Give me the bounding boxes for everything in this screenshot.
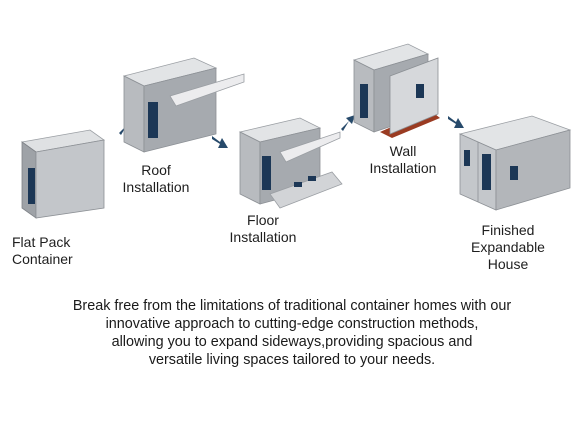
description-line: versatile living spaces tailored to your… — [148, 352, 436, 368]
arrow-icon-2 — [212, 136, 228, 148]
wall-panel — [389, 57, 439, 135]
door-window-icon — [28, 168, 35, 204]
flat-pack-container-illustration — [20, 129, 106, 219]
step-label-floor: Floor Installation — [229, 212, 297, 245]
step-label-roof: Roof Installation — [122, 162, 190, 195]
door-window-icon — [360, 84, 368, 118]
arrow-icon-4 — [448, 116, 464, 128]
door-window-icon — [148, 102, 158, 138]
description-line: allowing you to expand sideways,providin… — [111, 334, 473, 350]
wall-installation-illustration — [352, 43, 440, 138]
roof-panel — [169, 73, 245, 107]
description-text: Break free from the limitations of tradi… — [22, 297, 562, 369]
step-label-wall: Wall Installation — [369, 143, 437, 176]
arrow-icon-3 — [341, 115, 355, 131]
finished-house-illustration — [458, 115, 572, 211]
description-line: innovative approach to cutting-edge cons… — [105, 316, 479, 332]
window-icon — [464, 150, 470, 166]
step-label-flat-pack: Flat Pack Container — [12, 234, 73, 267]
door-window-icon — [262, 156, 271, 190]
door-window-icon — [482, 154, 491, 190]
description-line: Break free from the limitations of tradi… — [72, 298, 512, 314]
roof-installation-illustration — [122, 57, 245, 153]
floor-installation-illustration — [238, 117, 343, 209]
step-label-finished: Finished Expandable House — [471, 222, 545, 272]
